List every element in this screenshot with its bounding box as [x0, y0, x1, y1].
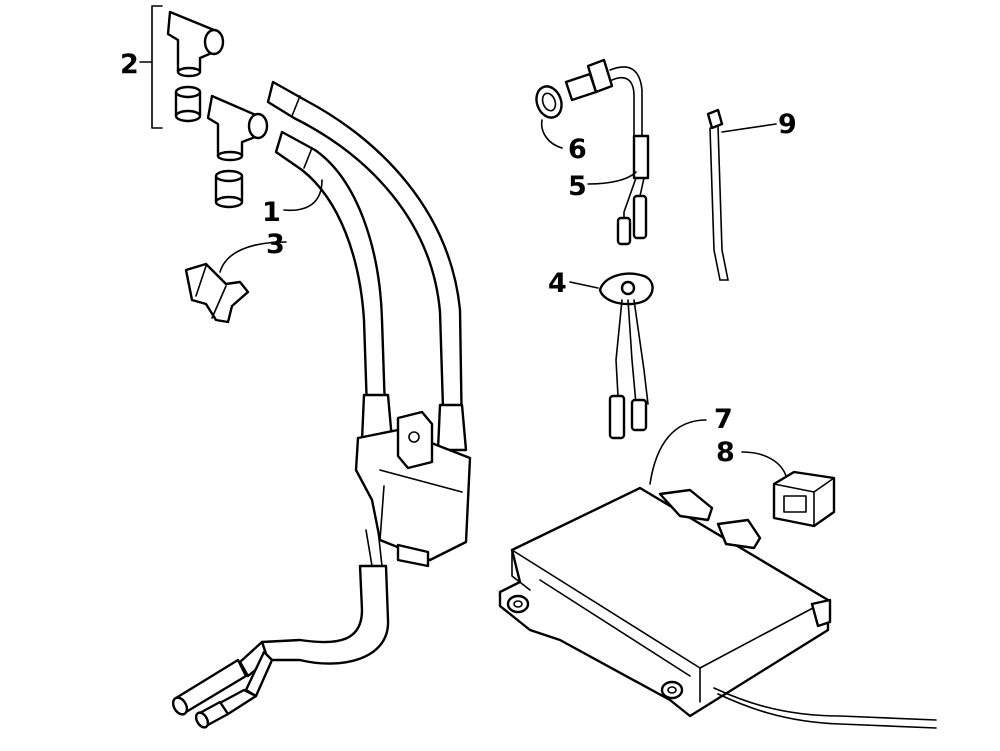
leader-3 — [219, 241, 287, 273]
leader-1 — [283, 179, 323, 212]
connector-cap[interactable] — [772, 470, 836, 528]
temperature-sensor[interactable] — [532, 58, 643, 137]
callout-7: 7 — [714, 404, 733, 435]
callout-8: 8 — [716, 437, 735, 468]
callout-labels: 1 2 3 4 5 6 7 8 9 — [120, 49, 797, 468]
callout-3: 3 — [266, 229, 285, 260]
leader-2-bracket — [139, 5, 163, 129]
sensor-with-flange[interactable] — [598, 272, 654, 440]
callout-6: 6 — [568, 134, 587, 165]
cable-tie[interactable] — [706, 108, 729, 281]
leader-9 — [721, 123, 777, 133]
module-body — [498, 486, 830, 718]
spark-plug-caps[interactable] — [166, 10, 269, 209]
callout-1: 1 — [262, 197, 281, 228]
primary-harness — [260, 564, 390, 665]
leader-lines — [139, 5, 787, 485]
callout-9: 9 — [778, 109, 797, 140]
leader-5 — [587, 171, 637, 185]
wire-lead[interactable] — [616, 134, 650, 246]
ignition-coil-assembly[interactable] — [170, 80, 472, 729]
control-module[interactable] — [498, 486, 937, 729]
leader-8 — [741, 451, 787, 477]
callout-2: 2 — [120, 49, 139, 80]
callout-5: 5 — [568, 171, 587, 202]
leader-7 — [649, 419, 707, 485]
lead-clip[interactable] — [184, 262, 250, 324]
leader-4 — [569, 281, 599, 289]
callout-4: 4 — [548, 268, 567, 299]
leader-6 — [540, 119, 563, 149]
